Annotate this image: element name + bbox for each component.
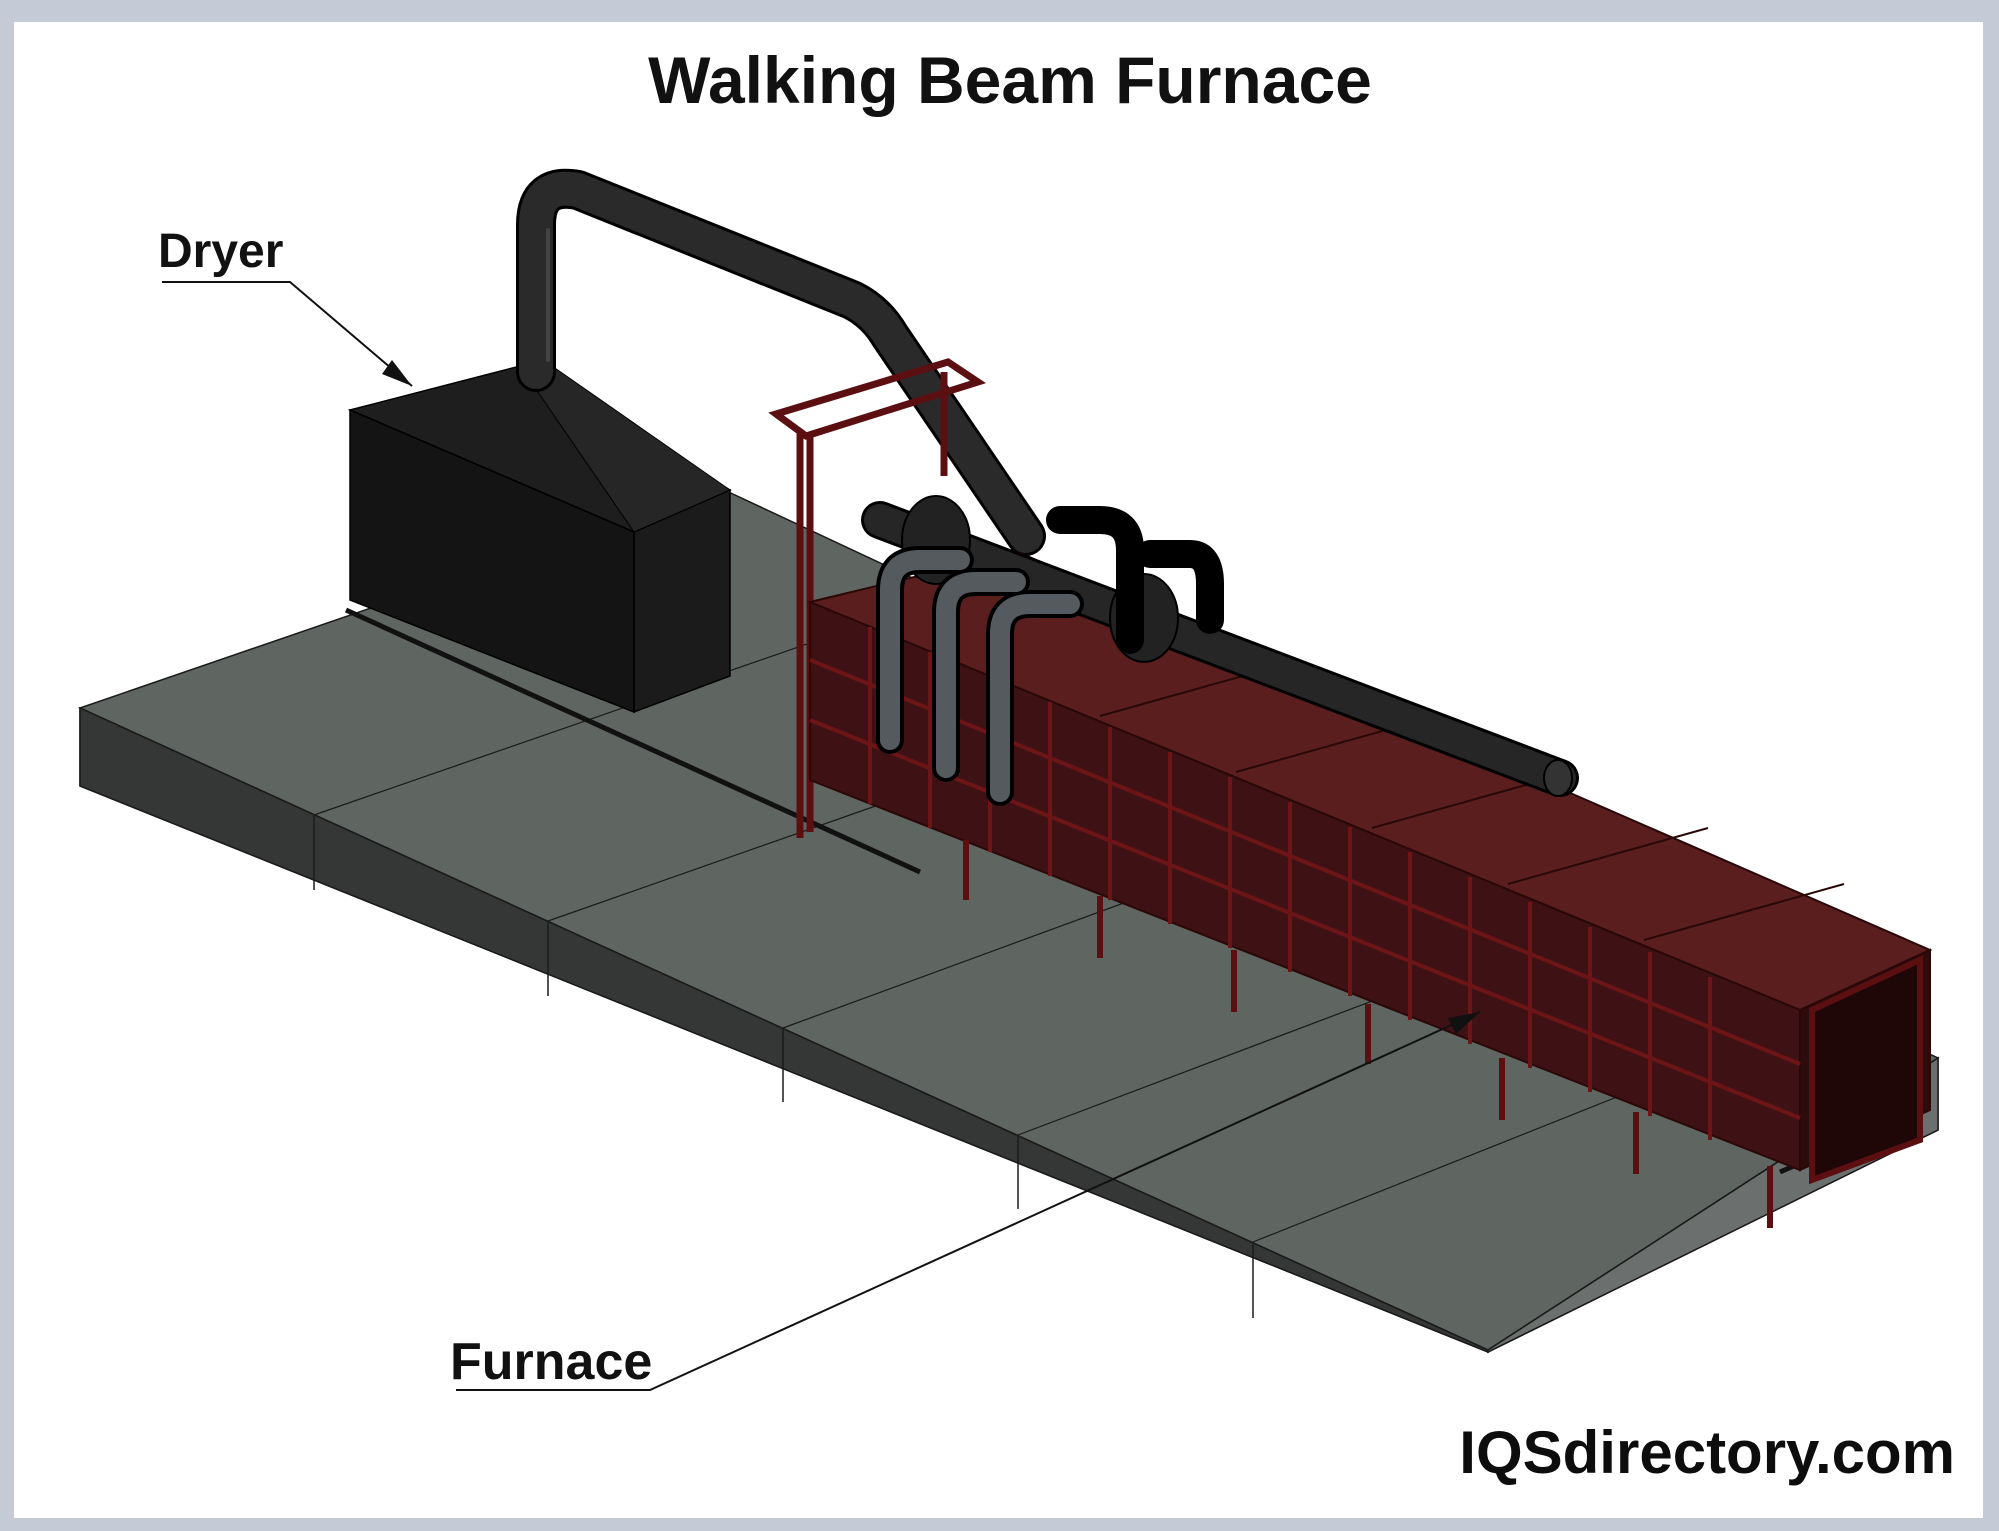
leader-lines — [162, 281, 1481, 1391]
diagram-title: Walking Beam Furnace — [648, 43, 1372, 117]
burner-manifold — [861, 495, 1579, 806]
furnace-body — [806, 550, 1933, 1228]
dryer-hood — [347, 365, 732, 714]
dryer-label: Dryer — [158, 225, 284, 278]
furnace-label: Furnace — [450, 1333, 653, 1391]
exhaust-duct — [516, 168, 1046, 556]
brand-watermark: IQSdirectory.com — [1459, 1419, 1955, 1486]
